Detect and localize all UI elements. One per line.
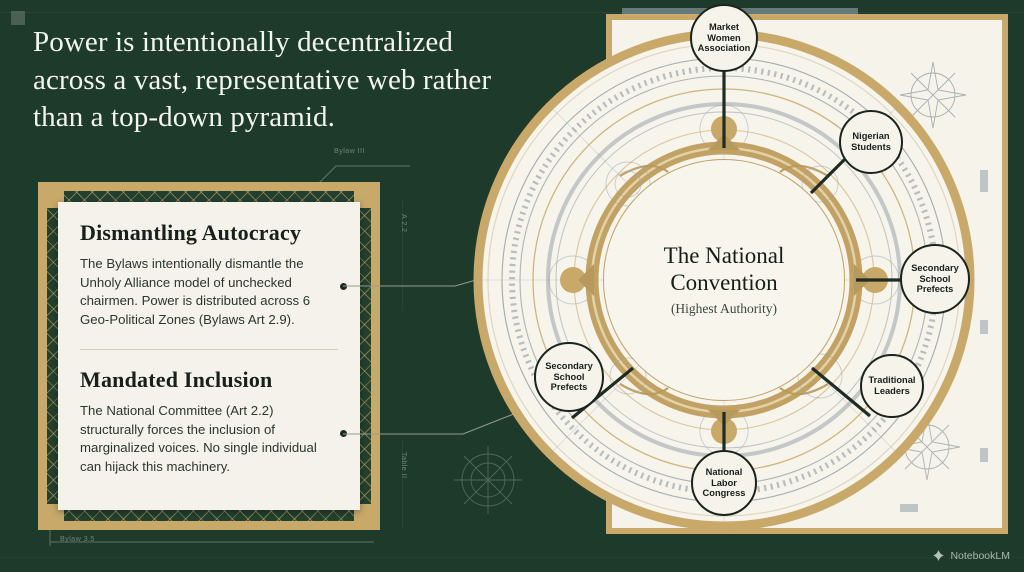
decorative-compass-icon [454, 446, 522, 514]
node-secondary-school-prefects-left[interactable]: Secondary School Prefects [534, 342, 604, 412]
watermark-label: NotebookLM [950, 549, 1010, 562]
node-label-line: Congress [702, 488, 746, 499]
guide-line-top [0, 12, 1024, 13]
node-market-women-association[interactable]: Market Women Association [690, 4, 758, 72]
node-label-line: Traditional [868, 375, 916, 386]
card-dismantling-autocracy: Dismantling Autocracy The Bylaws intenti… [80, 220, 338, 330]
dimension-line-vertical-1 [402, 200, 403, 310]
node-label-line: Secondary [911, 263, 959, 274]
panel-card-stack: Dismantling Autocracy The Bylaws intenti… [58, 202, 360, 510]
compass-rose-icon [899, 61, 967, 129]
circular-diagram: The National Convention (Highest Authori… [460, 4, 988, 544]
node-label-line: Prefects [550, 382, 588, 393]
card-mandated-inclusion: Mandated Inclusion The National Committe… [80, 367, 338, 477]
notebooklm-spark-icon [933, 550, 945, 561]
node-national-labor-congress[interactable]: National Labor Congress [691, 450, 757, 516]
node-label-line: School [553, 371, 585, 382]
node-label-line: School [919, 273, 951, 284]
page-title: Power is intentionally decentralized acr… [33, 26, 492, 134]
guide-line-bottom [0, 557, 1024, 558]
node-label-line: Leaders [874, 386, 910, 396]
node-label-line: Secondary [545, 361, 593, 372]
card-body: The National Committee (Art 2.2) structu… [80, 402, 317, 475]
node-label-line: Women [707, 32, 741, 43]
corner-marker-icon [11, 11, 25, 25]
hub-title-line-2: Convention [670, 269, 778, 295]
node-secondary-school-prefects-right[interactable]: Secondary School Prefects [900, 244, 970, 314]
node-label-line: Association [697, 43, 751, 54]
card-title: Dismantling Autocracy [80, 220, 302, 245]
card-title: Mandated Inclusion [80, 366, 273, 392]
node-label-line: Labor [711, 477, 737, 488]
node-label-line: Prefects [916, 284, 954, 295]
watermark: NotebookLM [932, 549, 1010, 562]
node-traditional-leaders[interactable]: Traditional Leaders [860, 354, 924, 418]
dimension-arrow-bottom [49, 530, 374, 546]
blueprint-label-top: Bylaw III [334, 146, 365, 155]
blueprint-label-bottom: Bylaw 3.5 [60, 534, 95, 543]
node-nigerian-students[interactable]: Nigerian Students [839, 110, 903, 174]
hub-title-line-1: The National [663, 242, 785, 268]
dimension-line-vertical-2 [402, 440, 403, 530]
diagram-sheet: The National Convention (Highest Authori… [436, 4, 1016, 548]
hub-national-convention: The National Convention (Highest Authori… [604, 160, 844, 400]
card-body: The Bylaws intentionally dismantle the U… [80, 256, 311, 328]
node-label-line: National [705, 467, 743, 478]
node-label-line: Nigerian [852, 131, 890, 142]
hub-subtitle: (Highest Authority) [670, 301, 778, 317]
node-label-line: Students [851, 142, 891, 152]
info-panel: Dismantling Autocracy The Bylaws intenti… [38, 182, 380, 530]
node-label-line: Market [709, 22, 739, 33]
card-divider [80, 348, 338, 350]
